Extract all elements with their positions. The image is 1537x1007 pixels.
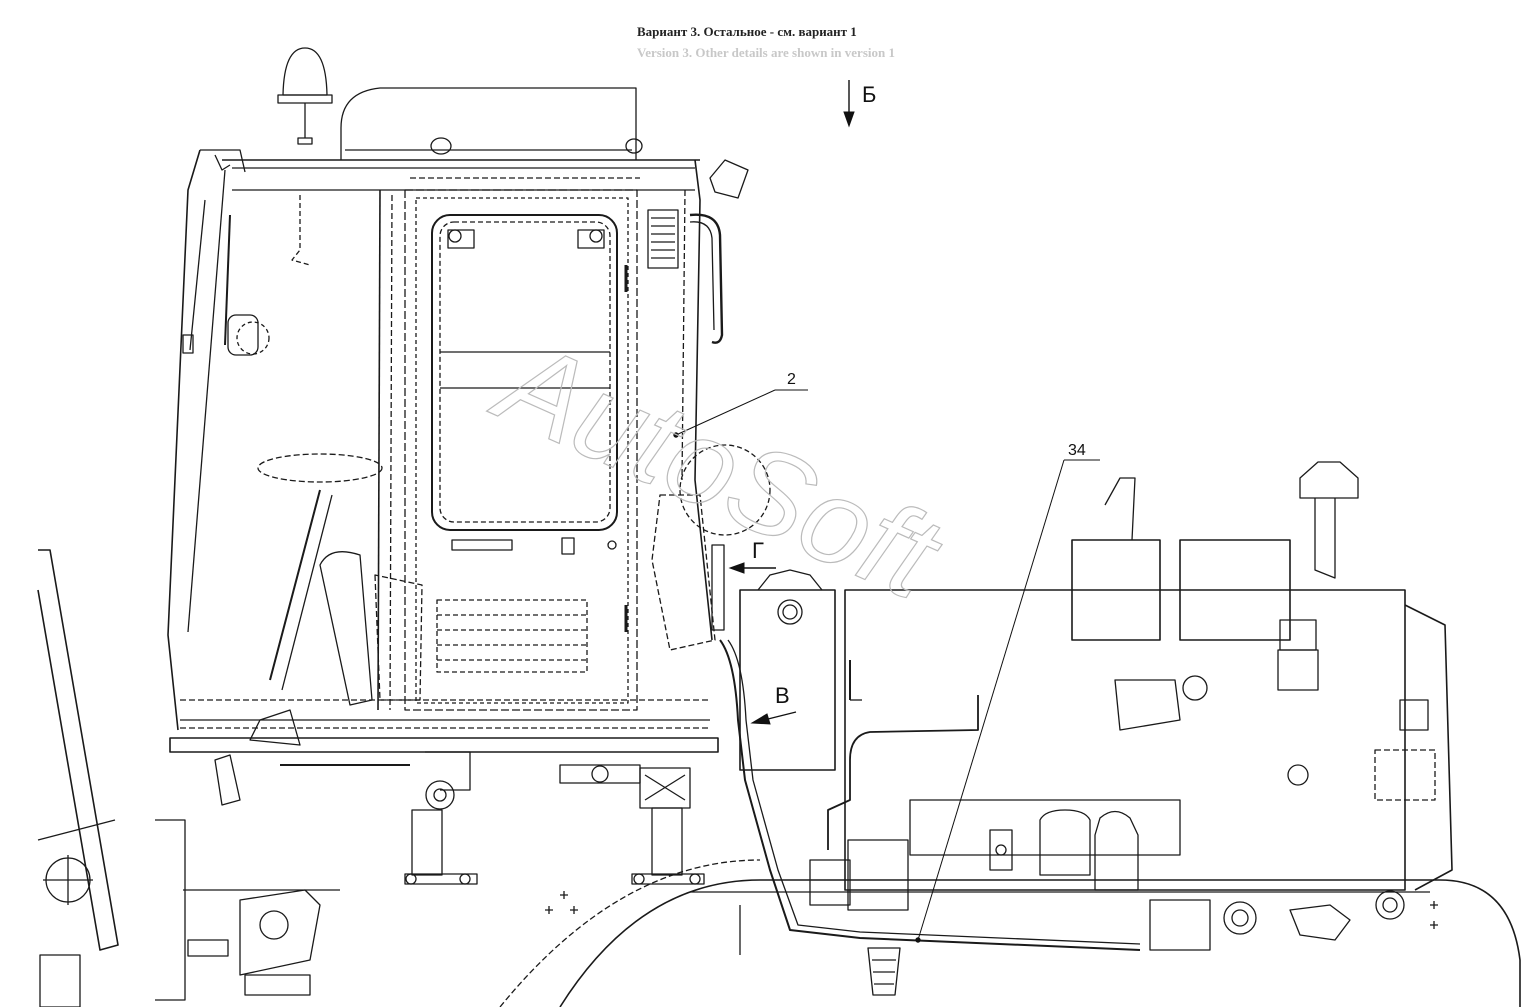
hydraulic-tank xyxy=(739,569,836,771)
view-label-b: Б xyxy=(862,82,876,107)
view-label-g: Г xyxy=(752,538,764,563)
engine-block xyxy=(809,461,1453,951)
view-arrow-b xyxy=(843,80,855,128)
chassis xyxy=(37,549,1521,1007)
callout-2-leader xyxy=(673,389,808,438)
drawing-title-ru: Вариант 3. Остальное - см. вариант 1 xyxy=(637,24,857,39)
callout-34: 34 xyxy=(1068,442,1086,459)
callout-34-leader xyxy=(915,459,1100,943)
watermark-text: AutoSoft xyxy=(476,312,961,626)
view-arrow-v xyxy=(750,711,797,725)
cab-outline xyxy=(167,47,1141,951)
cab-mounts xyxy=(280,751,705,885)
drawing-title-en: Version 3. Other details are shown in ve… xyxy=(637,45,895,60)
view-label-v: В xyxy=(775,683,790,708)
view-arrow-g xyxy=(728,562,776,574)
callout-2: 2 xyxy=(787,371,796,388)
strainer xyxy=(867,947,901,996)
